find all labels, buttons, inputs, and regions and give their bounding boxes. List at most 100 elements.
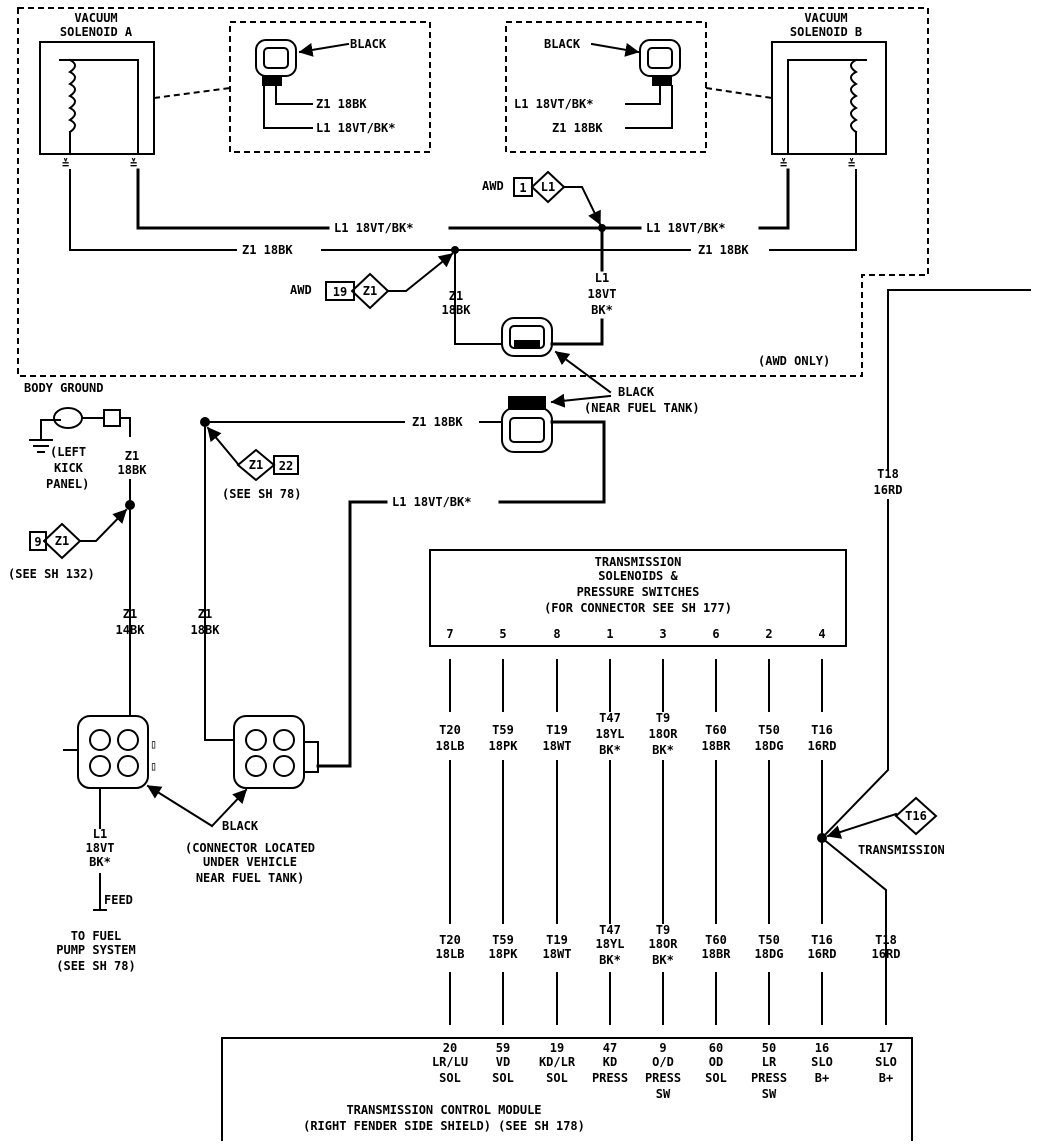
svg-text:8: 8	[553, 627, 560, 641]
svg-text:BLACK: BLACK	[350, 37, 387, 51]
svg-text:18BK: 18BK	[191, 623, 221, 637]
svg-text:PRESS: PRESS	[751, 1071, 787, 1085]
svg-text:18VT: 18VT	[588, 287, 617, 301]
svg-text:T16: T16	[811, 933, 833, 947]
svg-text:SLO: SLO	[811, 1055, 833, 1069]
svg-text:O/D: O/D	[652, 1055, 674, 1069]
svg-text:PANEL): PANEL)	[46, 477, 89, 491]
svg-text:T59: T59	[492, 933, 514, 947]
svg-text:▯: ▯	[150, 737, 157, 751]
svg-text:19: 19	[550, 1041, 564, 1055]
svg-text:T60: T60	[705, 723, 727, 737]
svg-text:Z1 18BK: Z1 18BK	[698, 243, 749, 257]
svg-text:B+: B+	[879, 1071, 893, 1085]
svg-text:T19: T19	[546, 933, 568, 947]
svg-text:18YL: 18YL	[596, 727, 625, 741]
svg-text:TO FUEL: TO FUEL	[71, 929, 122, 943]
svg-text:4: 4	[818, 627, 825, 641]
svg-text:16RD: 16RD	[808, 947, 837, 961]
svg-text:Z1: Z1	[198, 607, 212, 621]
svg-text:Z1 18BK: Z1 18BK	[552, 121, 603, 135]
svg-text:L1 18VT/BK*: L1 18VT/BK*	[514, 97, 593, 111]
svg-text:SOL: SOL	[492, 1071, 514, 1085]
svg-text:(SEE SH 132): (SEE SH 132)	[8, 567, 95, 581]
svg-text:Z1: Z1	[363, 284, 377, 298]
svg-text:19: 19	[333, 285, 347, 299]
svg-text:T16: T16	[811, 723, 833, 737]
body-ground: BODY GROUND (LEFT KICK PANEL) Z1 18BK 9 …	[8, 381, 148, 717]
svg-text:18BR: 18BR	[702, 947, 732, 961]
svg-text:1: 1	[606, 627, 613, 641]
transmission-control-module: 20 LR/LU SOL 59 VD SOL 19 KD/LR SOL 47 K…	[221, 1037, 913, 1141]
vacuum-solenoid-b: VACUUM SOLENOID B ≚ ≚	[771, 11, 887, 171]
svg-text:(SEE SH 78): (SEE SH 78)	[222, 487, 301, 501]
svg-text:T20: T20	[439, 933, 461, 947]
svg-text:OD: OD	[709, 1055, 723, 1069]
svg-text:3: 3	[659, 627, 666, 641]
connector-inset-left: BLACK Z1 18BK L1 18VT/BK*	[153, 21, 431, 153]
svg-text:18WT: 18WT	[543, 739, 572, 753]
svg-text:Z1: Z1	[449, 289, 463, 303]
svg-text:18BR: 18BR	[702, 739, 732, 753]
svg-text:18OR: 18OR	[649, 727, 679, 741]
svg-text:LR/LU: LR/LU	[432, 1055, 468, 1069]
svg-text:(NEAR FUEL TANK): (NEAR FUEL TANK)	[584, 401, 700, 415]
connector-4pin-right: BLACK (CONNECTOR LOCATED UNDER VEHICLE N…	[146, 715, 319, 885]
svg-text:1: 1	[519, 181, 526, 195]
svg-text:VACUUM: VACUUM	[804, 11, 847, 25]
svg-text:L1: L1	[541, 180, 555, 194]
svg-text:Z1 18BK: Z1 18BK	[242, 243, 293, 257]
svg-text:SOLENOID A: SOLENOID A	[60, 25, 133, 39]
svg-text:TRANSMISSION: TRANSMISSION	[595, 555, 682, 569]
svg-text:18PK: 18PK	[489, 947, 519, 961]
svg-text:18LB: 18LB	[436, 739, 465, 753]
svg-text:16RD: 16RD	[874, 483, 903, 497]
svg-text:BK*: BK*	[599, 953, 621, 967]
svg-text:T50: T50	[758, 933, 780, 947]
svg-text:L1: L1	[93, 827, 107, 841]
svg-text:18OR: 18OR	[649, 937, 679, 951]
svg-text:BK*: BK*	[89, 855, 111, 869]
svg-text:(SEE SH 78): (SEE SH 78)	[56, 959, 135, 973]
svg-text:T9: T9	[656, 923, 670, 937]
svg-text:KD: KD	[603, 1055, 617, 1069]
svg-text:T19: T19	[546, 723, 568, 737]
svg-text:(RIGHT FENDER SIDE SHIELD) (SE: (RIGHT FENDER SIDE SHIELD) (SEE SH 178)	[303, 1119, 585, 1133]
svg-text:KD/LR: KD/LR	[539, 1055, 576, 1069]
svg-text:PRESS: PRESS	[645, 1071, 681, 1085]
svg-text:5: 5	[499, 627, 506, 641]
svg-text:PRESS: PRESS	[592, 1071, 628, 1085]
top-wiring: L1 18VT/BK* L1 18VT/BK* Z1 18BK Z1 18BK …	[69, 168, 857, 357]
svg-text:22: 22	[279, 459, 293, 473]
svg-text:PRESSURE SWITCHES: PRESSURE SWITCHES	[577, 585, 700, 599]
svg-text:16RD: 16RD	[808, 739, 837, 753]
svg-text:▯: ▯	[150, 759, 157, 773]
svg-text:T16: T16	[905, 809, 927, 823]
svg-text:≚: ≚	[130, 157, 137, 171]
svg-text:T18: T18	[877, 467, 899, 481]
svg-text:18DG: 18DG	[755, 739, 784, 753]
svg-text:SOL: SOL	[546, 1071, 568, 1085]
svg-text:Z1: Z1	[55, 534, 69, 548]
svg-text:50: 50	[762, 1041, 776, 1055]
svg-text:L1 18VT/BK*: L1 18VT/BK*	[316, 121, 395, 135]
svg-text:TRANSMISSION CONTROL MODULE: TRANSMISSION CONTROL MODULE	[346, 1103, 541, 1117]
awd-only-boundary	[17, 7, 929, 377]
svg-text:≚: ≚	[848, 157, 855, 171]
svg-text:18BK: 18BK	[442, 303, 472, 317]
svg-text:18BK: 18BK	[118, 463, 148, 477]
svg-text:LR: LR	[762, 1055, 777, 1069]
svg-text:9: 9	[34, 535, 41, 549]
svg-text:≚: ≚	[780, 157, 787, 171]
svg-text:(CONNECTOR LOCATED: (CONNECTOR LOCATED	[185, 841, 315, 855]
svg-text:T9: T9	[656, 711, 670, 725]
svg-text:59: 59	[496, 1041, 510, 1055]
svg-text:6: 6	[712, 627, 719, 641]
svg-text:T50: T50	[758, 723, 780, 737]
svg-text:B+: B+	[815, 1071, 829, 1085]
svg-text:T59: T59	[492, 723, 514, 737]
svg-text:T47: T47	[599, 923, 621, 937]
svg-text:BLACK: BLACK	[618, 385, 655, 399]
svg-text:Z1 18BK: Z1 18BK	[316, 97, 367, 111]
svg-text:VD: VD	[496, 1055, 510, 1069]
